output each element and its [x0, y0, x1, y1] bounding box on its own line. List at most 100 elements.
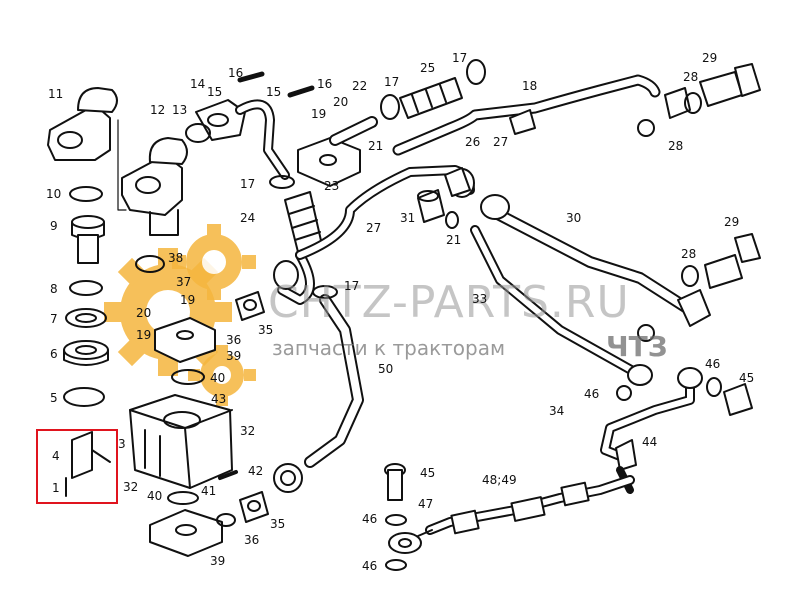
callout-label: 31 [400, 211, 416, 225]
callout-label: 22 [352, 79, 368, 93]
ring-28-low [637, 324, 655, 342]
pipe-50 [273, 294, 364, 493]
callout-label: 43 [211, 392, 227, 406]
callout-label: 17 [344, 279, 360, 293]
callout-label: 17 [452, 51, 468, 65]
ring-46-bottom2 [385, 559, 407, 571]
callout-label: 38 [168, 251, 184, 265]
ring-36 [216, 513, 236, 527]
bolt-45-bottom [384, 463, 406, 501]
callout-label: 35 [270, 517, 286, 531]
callout-label: 40 [147, 489, 163, 503]
callout-label: 21 [446, 233, 462, 247]
callout-label: 16 [228, 66, 244, 80]
callout-label: 33 [472, 292, 488, 306]
callout-label: 7 [50, 312, 58, 326]
pipe-30 [480, 194, 711, 327]
ring-5 [63, 387, 105, 407]
watermark-tagline: запчасти к тракторам [272, 336, 506, 360]
pipe-34 [600, 367, 703, 461]
callout-label: 36 [226, 333, 242, 347]
gear-watermark-small [188, 345, 256, 406]
callout-label: 6 [50, 347, 58, 361]
callout-label: 20 [136, 306, 152, 320]
seal-7 [65, 308, 107, 328]
callout-label: 45 [420, 466, 436, 480]
callout-label: 46 [362, 512, 378, 526]
callout-label: 5 [50, 391, 58, 405]
ring-40b [167, 491, 199, 505]
callout-label: 11 [48, 87, 64, 101]
hose-31 [417, 189, 445, 223]
callout-label: 17 [240, 177, 256, 191]
valve-block-39 [154, 317, 216, 363]
fitting-29-top [664, 63, 761, 119]
gear-watermark-medium [172, 224, 256, 300]
callout-label: 19 [311, 107, 327, 121]
ring-46-left [616, 385, 632, 401]
callout-label: 10 [46, 187, 62, 201]
callout-label: 8 [50, 282, 58, 296]
leader-11-12 [117, 119, 127, 211]
callout-label: 19 [136, 328, 152, 342]
callout-label: 28 [668, 139, 684, 153]
bolt-16a [237, 71, 265, 83]
bolt-16b [287, 85, 315, 98]
callout-label: 23 [324, 179, 340, 193]
ring-17-mid [380, 94, 400, 120]
banjo-47 [388, 529, 433, 554]
watermark-site-name: CHTZ-PARTS.RU [268, 277, 630, 328]
highlight-box [36, 429, 118, 504]
ring-38 [135, 255, 165, 273]
bolt-42 [218, 470, 238, 480]
ring-8 [69, 280, 103, 296]
callout-label: 25 [420, 61, 436, 75]
callout-label: 46 [362, 559, 378, 573]
callout-label: 32 [240, 424, 256, 438]
elbow-flange-11 [47, 87, 118, 161]
hose-25 [399, 77, 463, 119]
ring-17-right [466, 59, 486, 85]
nut-26 [444, 167, 471, 197]
callout-label: 27 [493, 135, 509, 149]
callout-label: 15 [266, 85, 282, 99]
callout-label: 18 [522, 79, 538, 93]
callout-label: 46 [584, 387, 600, 401]
ring-28-top2 [637, 119, 655, 137]
callout-label: 24 [240, 211, 256, 225]
callout-label: 20 [333, 95, 349, 109]
ring-28-top [684, 92, 702, 114]
ring-10 [69, 186, 103, 202]
callout-label: 15 [207, 85, 223, 99]
ring-21-lower [445, 211, 459, 229]
callout-label: 12 [150, 103, 166, 117]
callout-label: 45 [739, 371, 755, 385]
callout-label: 37 [176, 275, 192, 289]
callout-label: 40 [210, 371, 226, 385]
fitting-29-mid [704, 233, 761, 289]
callout-label: 19 [180, 293, 196, 307]
callout-label: 29 [724, 215, 740, 229]
callout-label: 34 [549, 404, 565, 418]
callout-label: 26 [465, 135, 481, 149]
piston-9 [71, 215, 105, 264]
bracket-4 [65, 431, 111, 497]
ring-13 [185, 123, 211, 143]
callout-label: 47 [418, 497, 434, 511]
callout-label: 1 [52, 481, 60, 495]
callout-label: 28 [683, 70, 699, 84]
callout-label: 4 [52, 449, 60, 463]
ring-46-bottom [385, 514, 407, 526]
nipple-35a [235, 291, 265, 321]
ring-17-lower [312, 285, 338, 299]
callout-label: 13 [172, 103, 188, 117]
cover-plate-39 [149, 509, 223, 557]
callout-label: 9 [50, 219, 58, 233]
callout-label: 29 [702, 51, 718, 65]
callout-label: 30 [566, 211, 582, 225]
tube-22 [329, 116, 378, 146]
callout-label: 50 [378, 362, 394, 376]
elbow-flange-12 [121, 137, 188, 236]
